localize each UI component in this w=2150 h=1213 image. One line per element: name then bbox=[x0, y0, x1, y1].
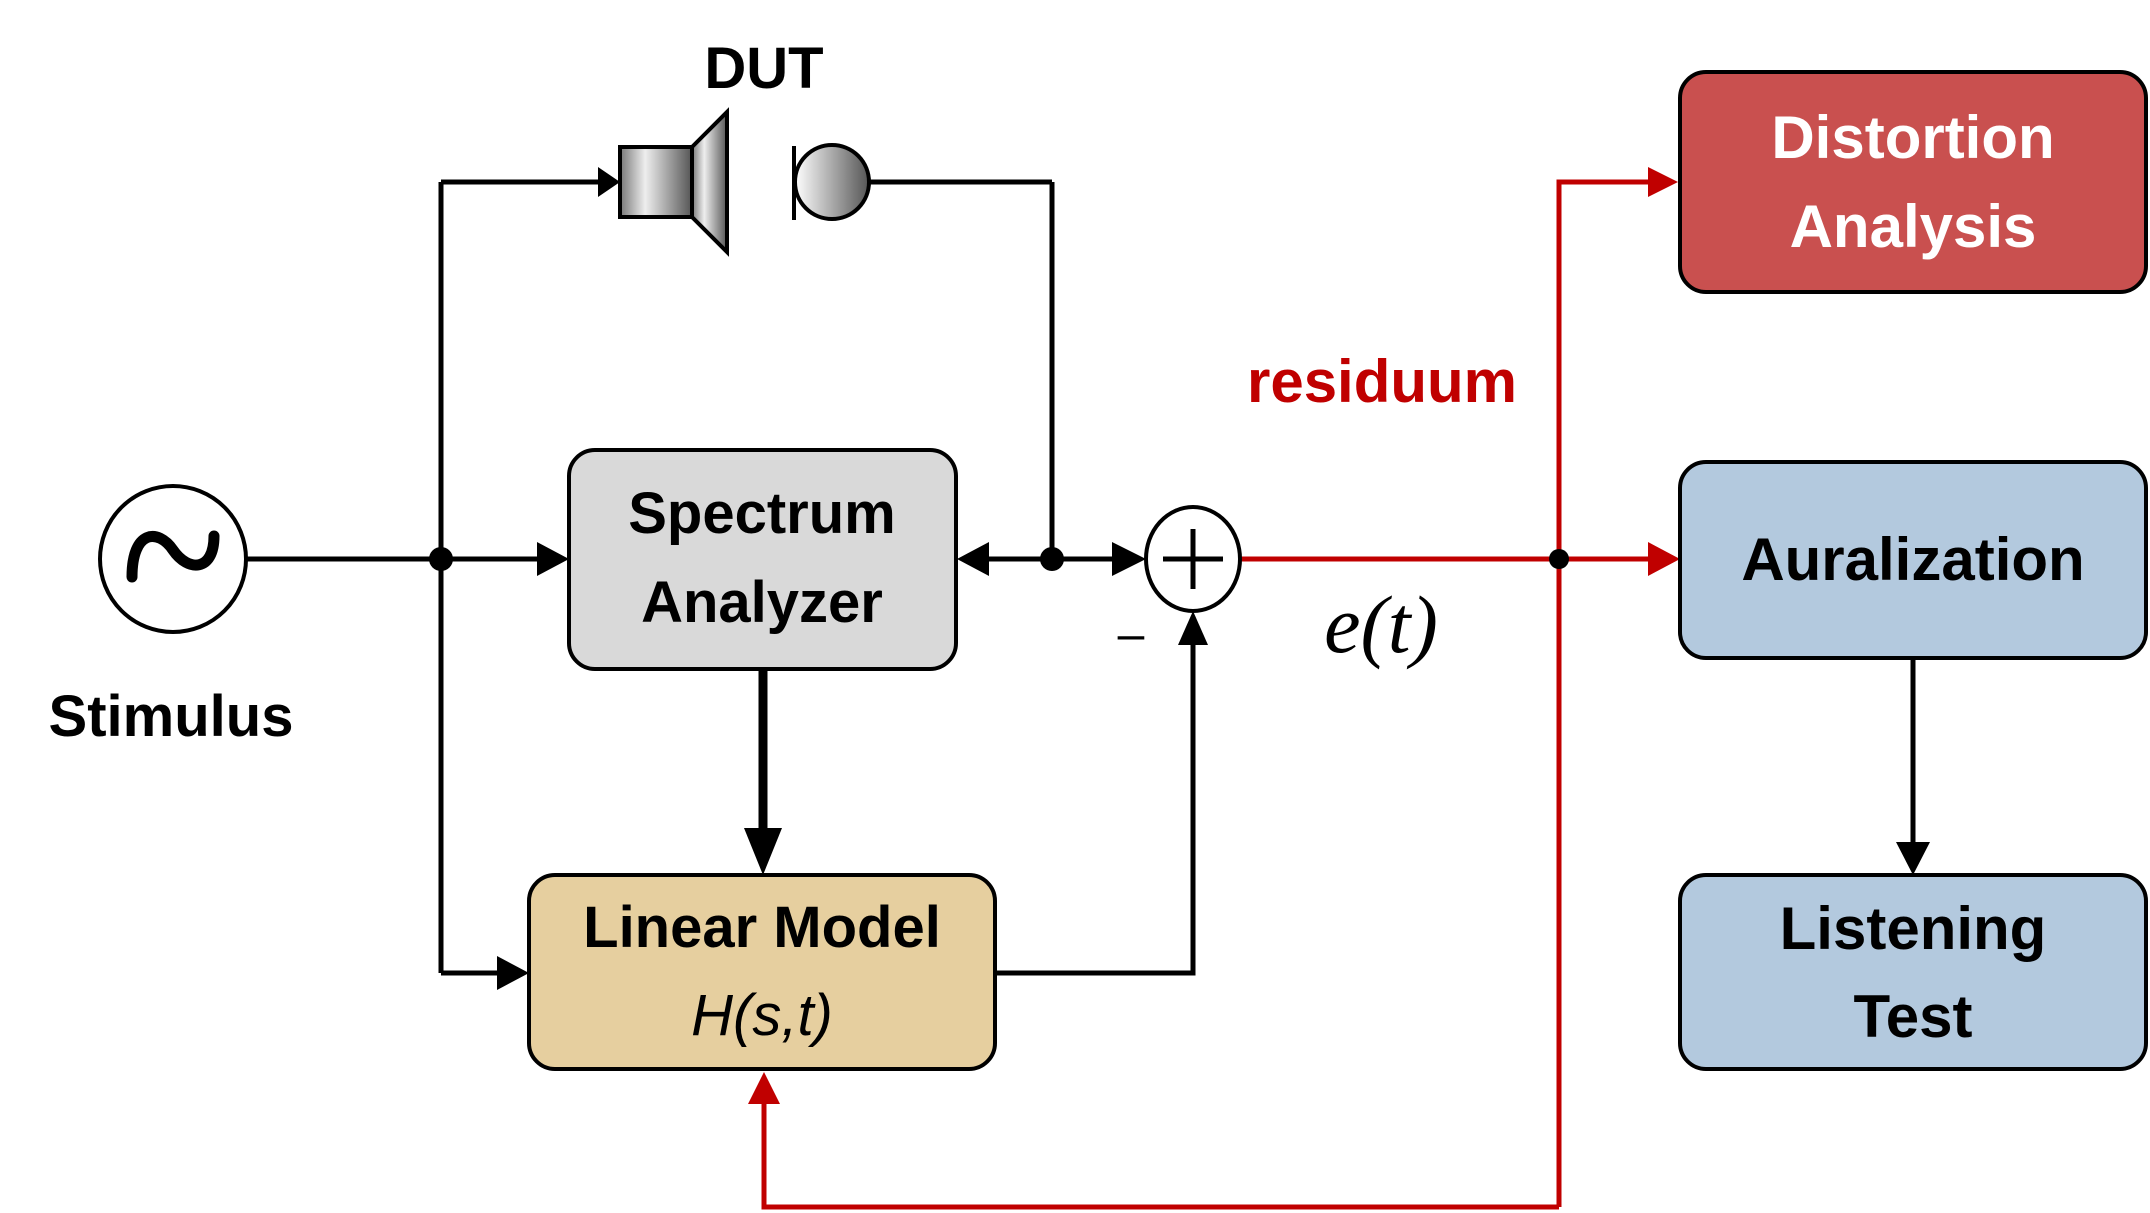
black-wires bbox=[247, 179, 1916, 976]
speaker-magnet-icon bbox=[618, 145, 694, 219]
listening-test-block[interactable]: Listening Test bbox=[1678, 873, 2148, 1071]
red-wires bbox=[761, 179, 1655, 1210]
distortion-analysis-line2: Analysis bbox=[1790, 193, 2037, 260]
residuum-label: residuum bbox=[1247, 348, 1517, 415]
wire-residuum-to-distortion bbox=[1556, 179, 1655, 1207]
distortion-analysis-box[interactable] bbox=[1678, 70, 2148, 294]
microphone-icon bbox=[793, 143, 871, 221]
spectrum-analyzer-block[interactable]: Spectrum Analyzer bbox=[567, 448, 958, 671]
minus-sign: – bbox=[1118, 608, 1145, 661]
wire-residuum-feedback bbox=[761, 1100, 1559, 1210]
listening-test-line1: Listening bbox=[1780, 895, 2047, 962]
auralization-block[interactable]: Auralization bbox=[1678, 460, 2148, 660]
black-arrowheads bbox=[429, 167, 1930, 990]
speaker-cone-icon bbox=[690, 107, 729, 257]
sine-wave-icon bbox=[126, 530, 220, 583]
stimulus-label: Stimulus bbox=[49, 684, 294, 749]
dut-label: DUT bbox=[704, 36, 823, 101]
spectrum-analyzer-line1: Spectrum bbox=[628, 481, 896, 546]
arrow-to-sum bbox=[1112, 542, 1146, 576]
arrow-model-to-sum bbox=[1178, 611, 1208, 645]
arrow-to-listening bbox=[1896, 842, 1930, 875]
arrow-residuum-to-model bbox=[748, 1072, 780, 1104]
arrow-to-linear-model bbox=[497, 956, 529, 990]
distortion-analysis-line1: Distortion bbox=[1771, 104, 2054, 171]
junction-dot-residuum bbox=[1549, 549, 1569, 569]
arrow-to-distortion bbox=[1648, 167, 1678, 197]
spectrum-analyzer-line2: Analyzer bbox=[641, 570, 883, 635]
stimulus-source: Stimulus bbox=[49, 484, 294, 749]
linear-model-block[interactable]: Linear Model H(s,t) bbox=[527, 873, 997, 1071]
error-signal-label: e(t) bbox=[1324, 579, 1438, 670]
listening-test-line2: Test bbox=[1854, 983, 1973, 1050]
linear-model-line1: Linear Model bbox=[583, 895, 941, 960]
wire-model-to-sum bbox=[995, 640, 1196, 976]
auralization-box[interactable] bbox=[1678, 460, 2148, 660]
arrow-analyzer-to-model bbox=[744, 828, 782, 875]
junction-dot-mic bbox=[1040, 547, 1064, 571]
dut: DUT bbox=[618, 36, 871, 257]
linear-model-transfer-function: H(s,t) bbox=[691, 983, 833, 1048]
arrow-to-speaker bbox=[598, 167, 620, 197]
junction-dot-stimulus bbox=[429, 547, 453, 571]
arrow-to-auralization bbox=[1648, 542, 1680, 576]
arrow-mic-to-analyzer bbox=[957, 542, 989, 576]
linear-model-box[interactable] bbox=[527, 873, 997, 1071]
summing-junction: – bbox=[1118, 505, 1242, 661]
auralization-label: Auralization bbox=[1741, 526, 2084, 593]
spectrum-analyzer-box[interactable] bbox=[567, 448, 958, 671]
distortion-analysis-block[interactable]: Distortion Analysis bbox=[1678, 70, 2148, 294]
listening-test-box[interactable] bbox=[1678, 873, 2148, 1071]
sine-source-icon bbox=[98, 484, 248, 634]
arrow-to-analyzer bbox=[537, 542, 569, 576]
red-arrowheads bbox=[748, 167, 1680, 1104]
